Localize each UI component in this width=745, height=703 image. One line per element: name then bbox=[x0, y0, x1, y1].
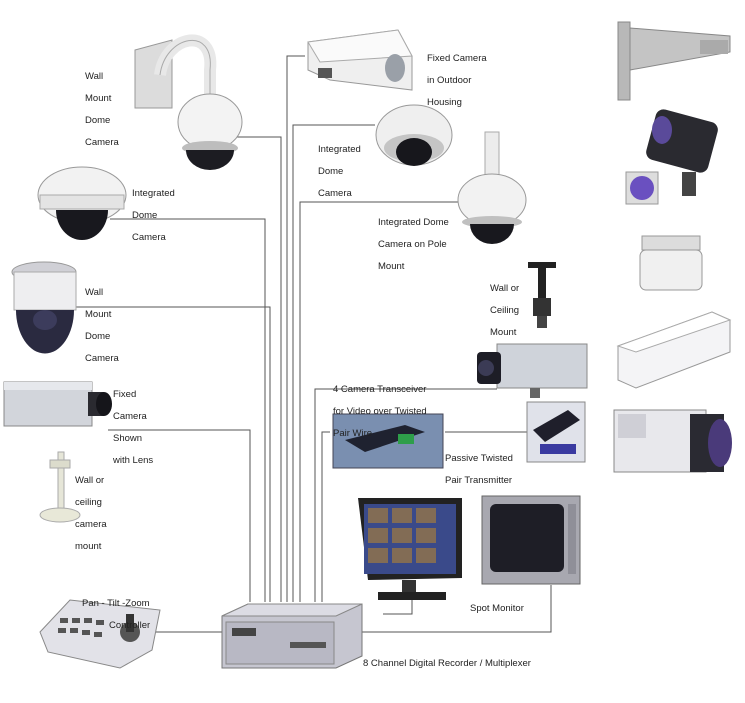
wire-fixed-outdoor bbox=[286, 55, 305, 602]
label-line: Integrated bbox=[318, 144, 361, 155]
wire-dome-center bbox=[292, 124, 375, 602]
wire-spot-monitor bbox=[360, 585, 552, 633]
label-line: ceiling bbox=[75, 497, 102, 508]
label-line: Wall bbox=[85, 71, 104, 82]
wall-bracket-product bbox=[617, 21, 731, 101]
label-line: Mount bbox=[378, 261, 405, 272]
label-line: 8 Channel Digital Recorder / Multiplexer bbox=[363, 658, 531, 669]
label-line: Integrated bbox=[132, 188, 175, 199]
label-line: Shown bbox=[113, 433, 143, 444]
camera-transceiver bbox=[332, 413, 444, 469]
fixed-camera-with-lens bbox=[3, 381, 112, 427]
label-line: Dome bbox=[318, 166, 344, 177]
dome-housing-product bbox=[639, 235, 703, 291]
outdoor-housing-product bbox=[616, 311, 732, 389]
label-line: Camera on Pole bbox=[378, 239, 447, 250]
label-line: Camera bbox=[85, 353, 119, 364]
fixed-outdoor-camera bbox=[307, 29, 413, 91]
label-line: Fixed Camera bbox=[427, 53, 487, 64]
label-fixed-outdoor: Fixed Camera in Outdoor Housing bbox=[427, 42, 487, 119]
label-line: camera bbox=[75, 519, 107, 530]
label-spot-monitor: Spot Monitor bbox=[470, 592, 524, 625]
dvr-recorder bbox=[221, 603, 363, 669]
wire-transceiver bbox=[321, 431, 330, 602]
integrated-dome-pole-camera bbox=[457, 131, 527, 244]
label-line: Dome bbox=[85, 331, 111, 342]
label-line: Pair Wire bbox=[333, 428, 373, 439]
label-wall-mount-dome-left: Wall Mount Dome Camera bbox=[85, 276, 119, 375]
wire-box-camera bbox=[314, 388, 497, 602]
label-line: in Outdoor bbox=[427, 75, 472, 86]
label-passive-transmitter: Passive Twisted Pair Transmitter bbox=[445, 442, 513, 497]
label-line: Dome bbox=[85, 115, 111, 126]
wire-dome-left bbox=[110, 218, 266, 602]
label-line: Pan - Tilt -Zoom bbox=[82, 598, 150, 609]
zoom-lens-camera-product bbox=[613, 409, 732, 473]
camera-mount-small bbox=[39, 451, 81, 523]
label-dvr: 8 Channel Digital Recorder / Multiplexer bbox=[363, 647, 531, 680]
label-line: Passive Twisted bbox=[445, 453, 513, 464]
label-line: Camera bbox=[132, 232, 166, 243]
wall-mount-dome-camera-left bbox=[11, 261, 77, 354]
ptz-controller bbox=[39, 599, 161, 669]
label-line: with Lens bbox=[113, 455, 154, 466]
connection-wires bbox=[68, 55, 552, 633]
label-line: for Video over Twisted bbox=[333, 406, 427, 417]
label-wall-ceiling-mount: Wall or Ceiling Mount bbox=[490, 272, 519, 349]
wire-wall-dome-left bbox=[68, 306, 271, 602]
label-ptz-controller: Pan - Tilt -Zoom Controller bbox=[82, 587, 150, 642]
label-line: Mount bbox=[85, 93, 112, 104]
label-fixed-camera-lens: Fixed Camera Shown with Lens bbox=[113, 378, 153, 477]
label-line: Mount bbox=[85, 309, 112, 320]
integrated-dome-camera-center bbox=[375, 104, 453, 166]
label-line: Ceiling bbox=[490, 305, 520, 316]
wire-wall-dome-top bbox=[237, 136, 282, 602]
label-wall-ceiling-camera-mount: Wall or ceiling camera mount bbox=[75, 464, 107, 563]
wire-lcd bbox=[383, 598, 413, 615]
label-transceiver: 4 Camera Transceiver for Video over Twis… bbox=[333, 373, 427, 450]
label-line: Wall or bbox=[490, 283, 520, 294]
label-line: Pair Transmitter bbox=[445, 475, 513, 486]
box-camera bbox=[477, 343, 588, 398]
label-line: Mount bbox=[490, 327, 517, 338]
label-integrated-dome-pole: Integrated Dome Camera on Pole Mount bbox=[378, 206, 449, 283]
label-line: Controller bbox=[109, 620, 151, 631]
wall-ceiling-mount bbox=[528, 262, 556, 328]
label-line: Spot Monitor bbox=[470, 603, 524, 614]
integrated-dome-camera-left bbox=[37, 166, 127, 240]
label-integrated-dome-left: Integrated Dome Camera bbox=[132, 177, 175, 254]
label-line: 4 Camera Transceiver bbox=[333, 384, 427, 395]
label-line: Fixed bbox=[113, 389, 137, 400]
label-line: Camera bbox=[113, 411, 147, 422]
label-line: Wall or bbox=[75, 475, 105, 486]
wire-fixed-lens bbox=[108, 429, 251, 602]
label-line: Camera bbox=[85, 137, 119, 148]
label-line: mount bbox=[75, 541, 102, 552]
label-wall-mount-dome-top: Wall Mount Dome Camera bbox=[85, 60, 119, 159]
label-line: Wall bbox=[85, 287, 104, 298]
wall-mount-dome-camera-top bbox=[134, 34, 243, 170]
wire-dome-pole bbox=[299, 201, 460, 602]
lcd-monitor bbox=[358, 498, 462, 600]
label-line: Housing bbox=[427, 97, 462, 108]
label-integrated-dome-center: Integrated Dome Camera bbox=[318, 133, 361, 210]
passive-transmitter bbox=[526, 401, 586, 463]
label-line: Integrated Dome bbox=[378, 217, 449, 228]
label-line: Camera bbox=[318, 188, 352, 199]
label-line: Dome bbox=[132, 210, 158, 221]
spot-monitor bbox=[481, 495, 581, 585]
ir-camera-product bbox=[625, 109, 718, 205]
